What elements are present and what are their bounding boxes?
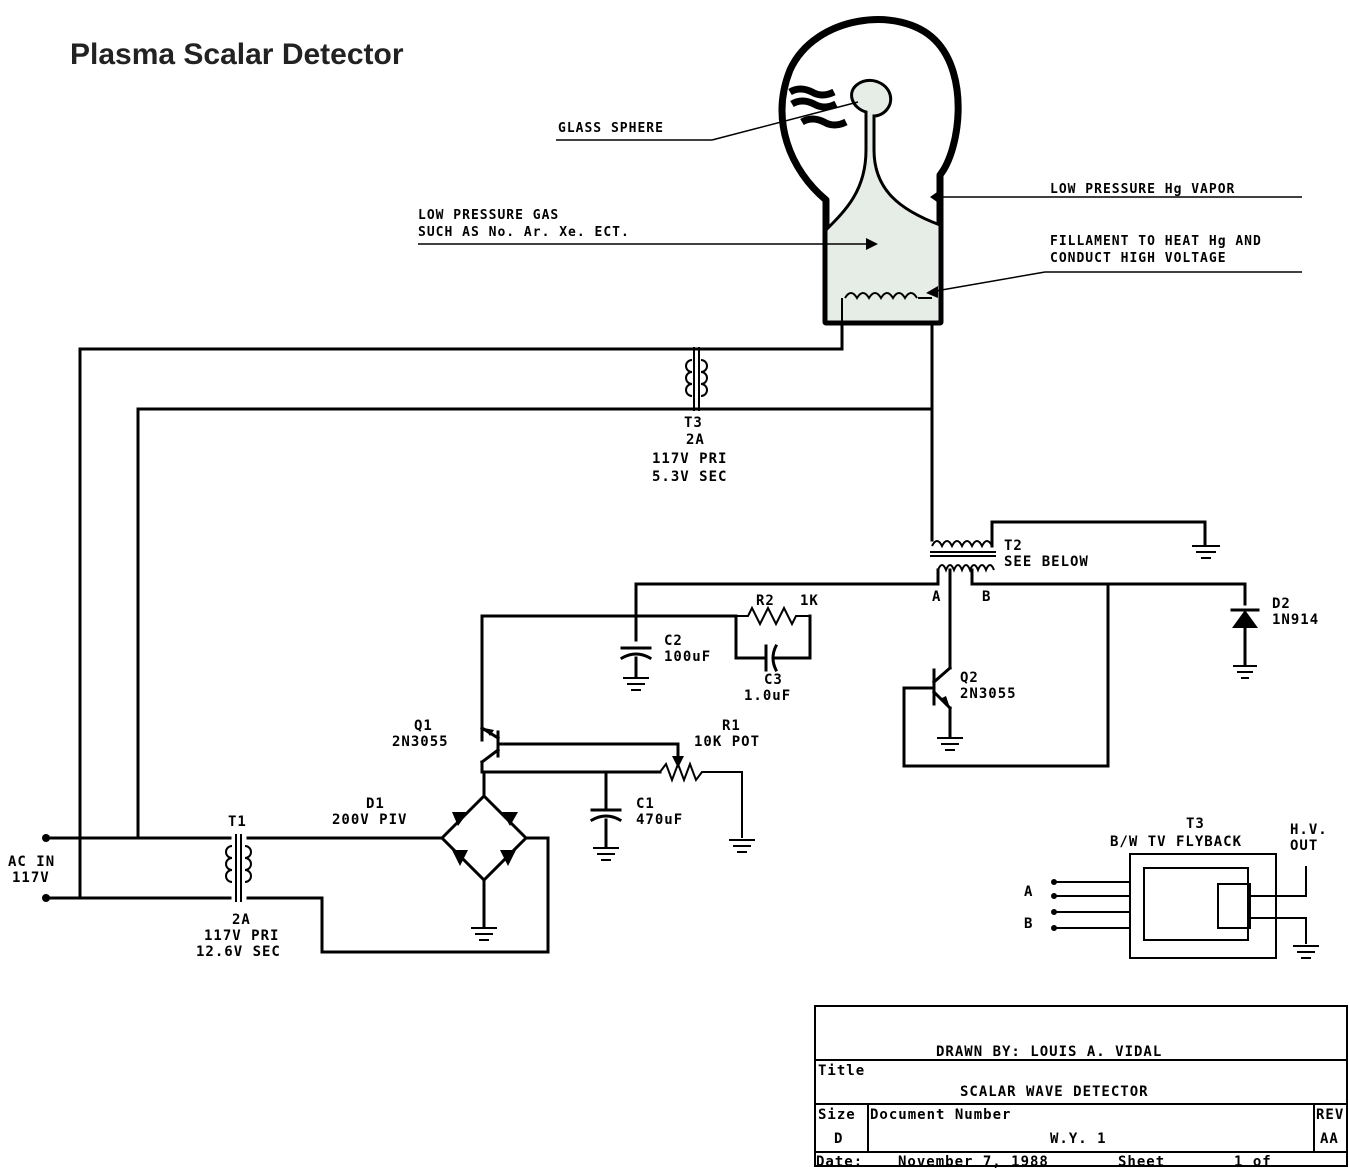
q1-part: 2N3055 [392, 734, 449, 750]
c1-name: C1 [636, 796, 655, 812]
flyback-desc: B/W TV FLYBACK [1110, 834, 1242, 850]
q1-name: Q1 [414, 718, 433, 734]
transformer-t3: T3 2A 117V PRI 5.3V SEC [78, 320, 934, 900]
t2-tap-b: B [982, 589, 991, 605]
flyback-tap-a: A [1024, 884, 1033, 900]
bridge-rectifier-d1: D1 200V PIV [332, 770, 529, 941]
flyback-tap-b: B [1024, 916, 1033, 932]
gas-label-line1: LOW PRESSURE GAS [418, 208, 559, 223]
t2-desc: SEE BELOW [1004, 554, 1089, 570]
c2-name: C2 [664, 633, 683, 649]
d1-value: 200V PIV [332, 812, 407, 828]
drawn-by: DRAWN BY: LOUIS A. VIDAL [936, 1044, 1162, 1060]
t1-rating: 2A [232, 912, 251, 928]
capacitor-c1: C1 470uF [589, 770, 683, 861]
filament-label-line1: FILLAMENT TO HEAT Hg AND [1050, 234, 1262, 249]
hg-vapor-label: LOW PRESSURE Hg VAPOR [1050, 182, 1235, 197]
resistor-r2: R2 1K [480, 593, 819, 742]
gas-label-line2: SUCH AS No. Ar. Xe. ECT. [418, 225, 630, 240]
t3-name: T3 [684, 415, 703, 431]
size-label: Size [818, 1107, 856, 1123]
glass-sphere-label: GLASS SPHERE [558, 121, 664, 136]
title-label: Title [818, 1063, 865, 1079]
ac-voltage-label: 117V [12, 870, 50, 886]
t1-name: T1 [228, 814, 247, 830]
flyback-detail: T3 B/W TV FLYBACK H.V. OUT A B [1024, 816, 1328, 959]
t3-rating: 2A [686, 432, 705, 448]
transformer-t1: T1 2A 117V PRI 12.6V SEC AC IN 117V [8, 814, 550, 960]
t3-secondary: 5.3V SEC [652, 469, 727, 485]
plasma-bulb [778, 16, 962, 326]
c1-value: 470uF [636, 812, 683, 828]
size-value: D [834, 1131, 843, 1147]
transistor-q1: Q1 2N3055 [392, 718, 684, 768]
c2-value: 100uF [664, 649, 711, 665]
rev-value: AA [1320, 1131, 1339, 1147]
doc-label: Document Number [870, 1107, 1011, 1123]
d2-name: D2 [1272, 596, 1291, 612]
r1-name: R1 [722, 718, 741, 734]
flyback-name: T3 [1186, 816, 1205, 832]
flyback-hv-label: H.V. [1290, 822, 1328, 838]
doc-value: W.Y. 1 [1050, 1131, 1107, 1147]
t1-secondary: 12.6V SEC [196, 944, 281, 960]
r2-name: R2 [756, 593, 775, 609]
date-value: November 7, 1988 [898, 1154, 1049, 1168]
filament-label-line2: CONDUCT HIGH VOLTAGE [1050, 251, 1227, 266]
d1-name: D1 [366, 796, 385, 812]
capacitor-c2: C2 100uF [619, 633, 711, 691]
potentiometer-r1: R1 10K POT [480, 718, 760, 853]
r2-value: 1K [800, 593, 819, 609]
q2-name: Q2 [960, 670, 979, 686]
t2-name: T2 [1004, 538, 1023, 554]
title-value: SCALAR WAVE DETECTOR [960, 1084, 1149, 1100]
transformer-t2: T2 SEE BELOW A B [634, 407, 1247, 768]
ac-in-label: AC IN [8, 854, 55, 870]
c3-name: C3 [764, 672, 783, 688]
t2-tap-a: A [932, 589, 941, 605]
r1-value: 10K POT [694, 734, 760, 750]
q2-part: 2N3055 [960, 686, 1017, 702]
sheet-label: Sheet [1118, 1154, 1165, 1168]
diagram-title: Plasma Scalar Detector [70, 38, 404, 71]
t3-primary: 117V PRI [652, 451, 727, 467]
rev-label: REV [1316, 1107, 1344, 1123]
transistor-q2: Q2 2N3055 [902, 665, 1110, 768]
date-label: Date: [816, 1154, 863, 1168]
d2-part: 1N914 [1272, 612, 1319, 628]
title-block: DRAWN BY: LOUIS A. VIDAL Title SCALAR WA… [814, 1005, 1348, 1168]
sheet-value: 1 of [1234, 1154, 1272, 1168]
t1-primary: 117V PRI [204, 928, 279, 944]
capacitor-c3: C3 1.0uF [734, 614, 812, 704]
diode-d2: D2 1N914 [1230, 596, 1319, 679]
flyback-out-label: OUT [1290, 838, 1318, 854]
c3-value: 1.0uF [744, 688, 791, 704]
